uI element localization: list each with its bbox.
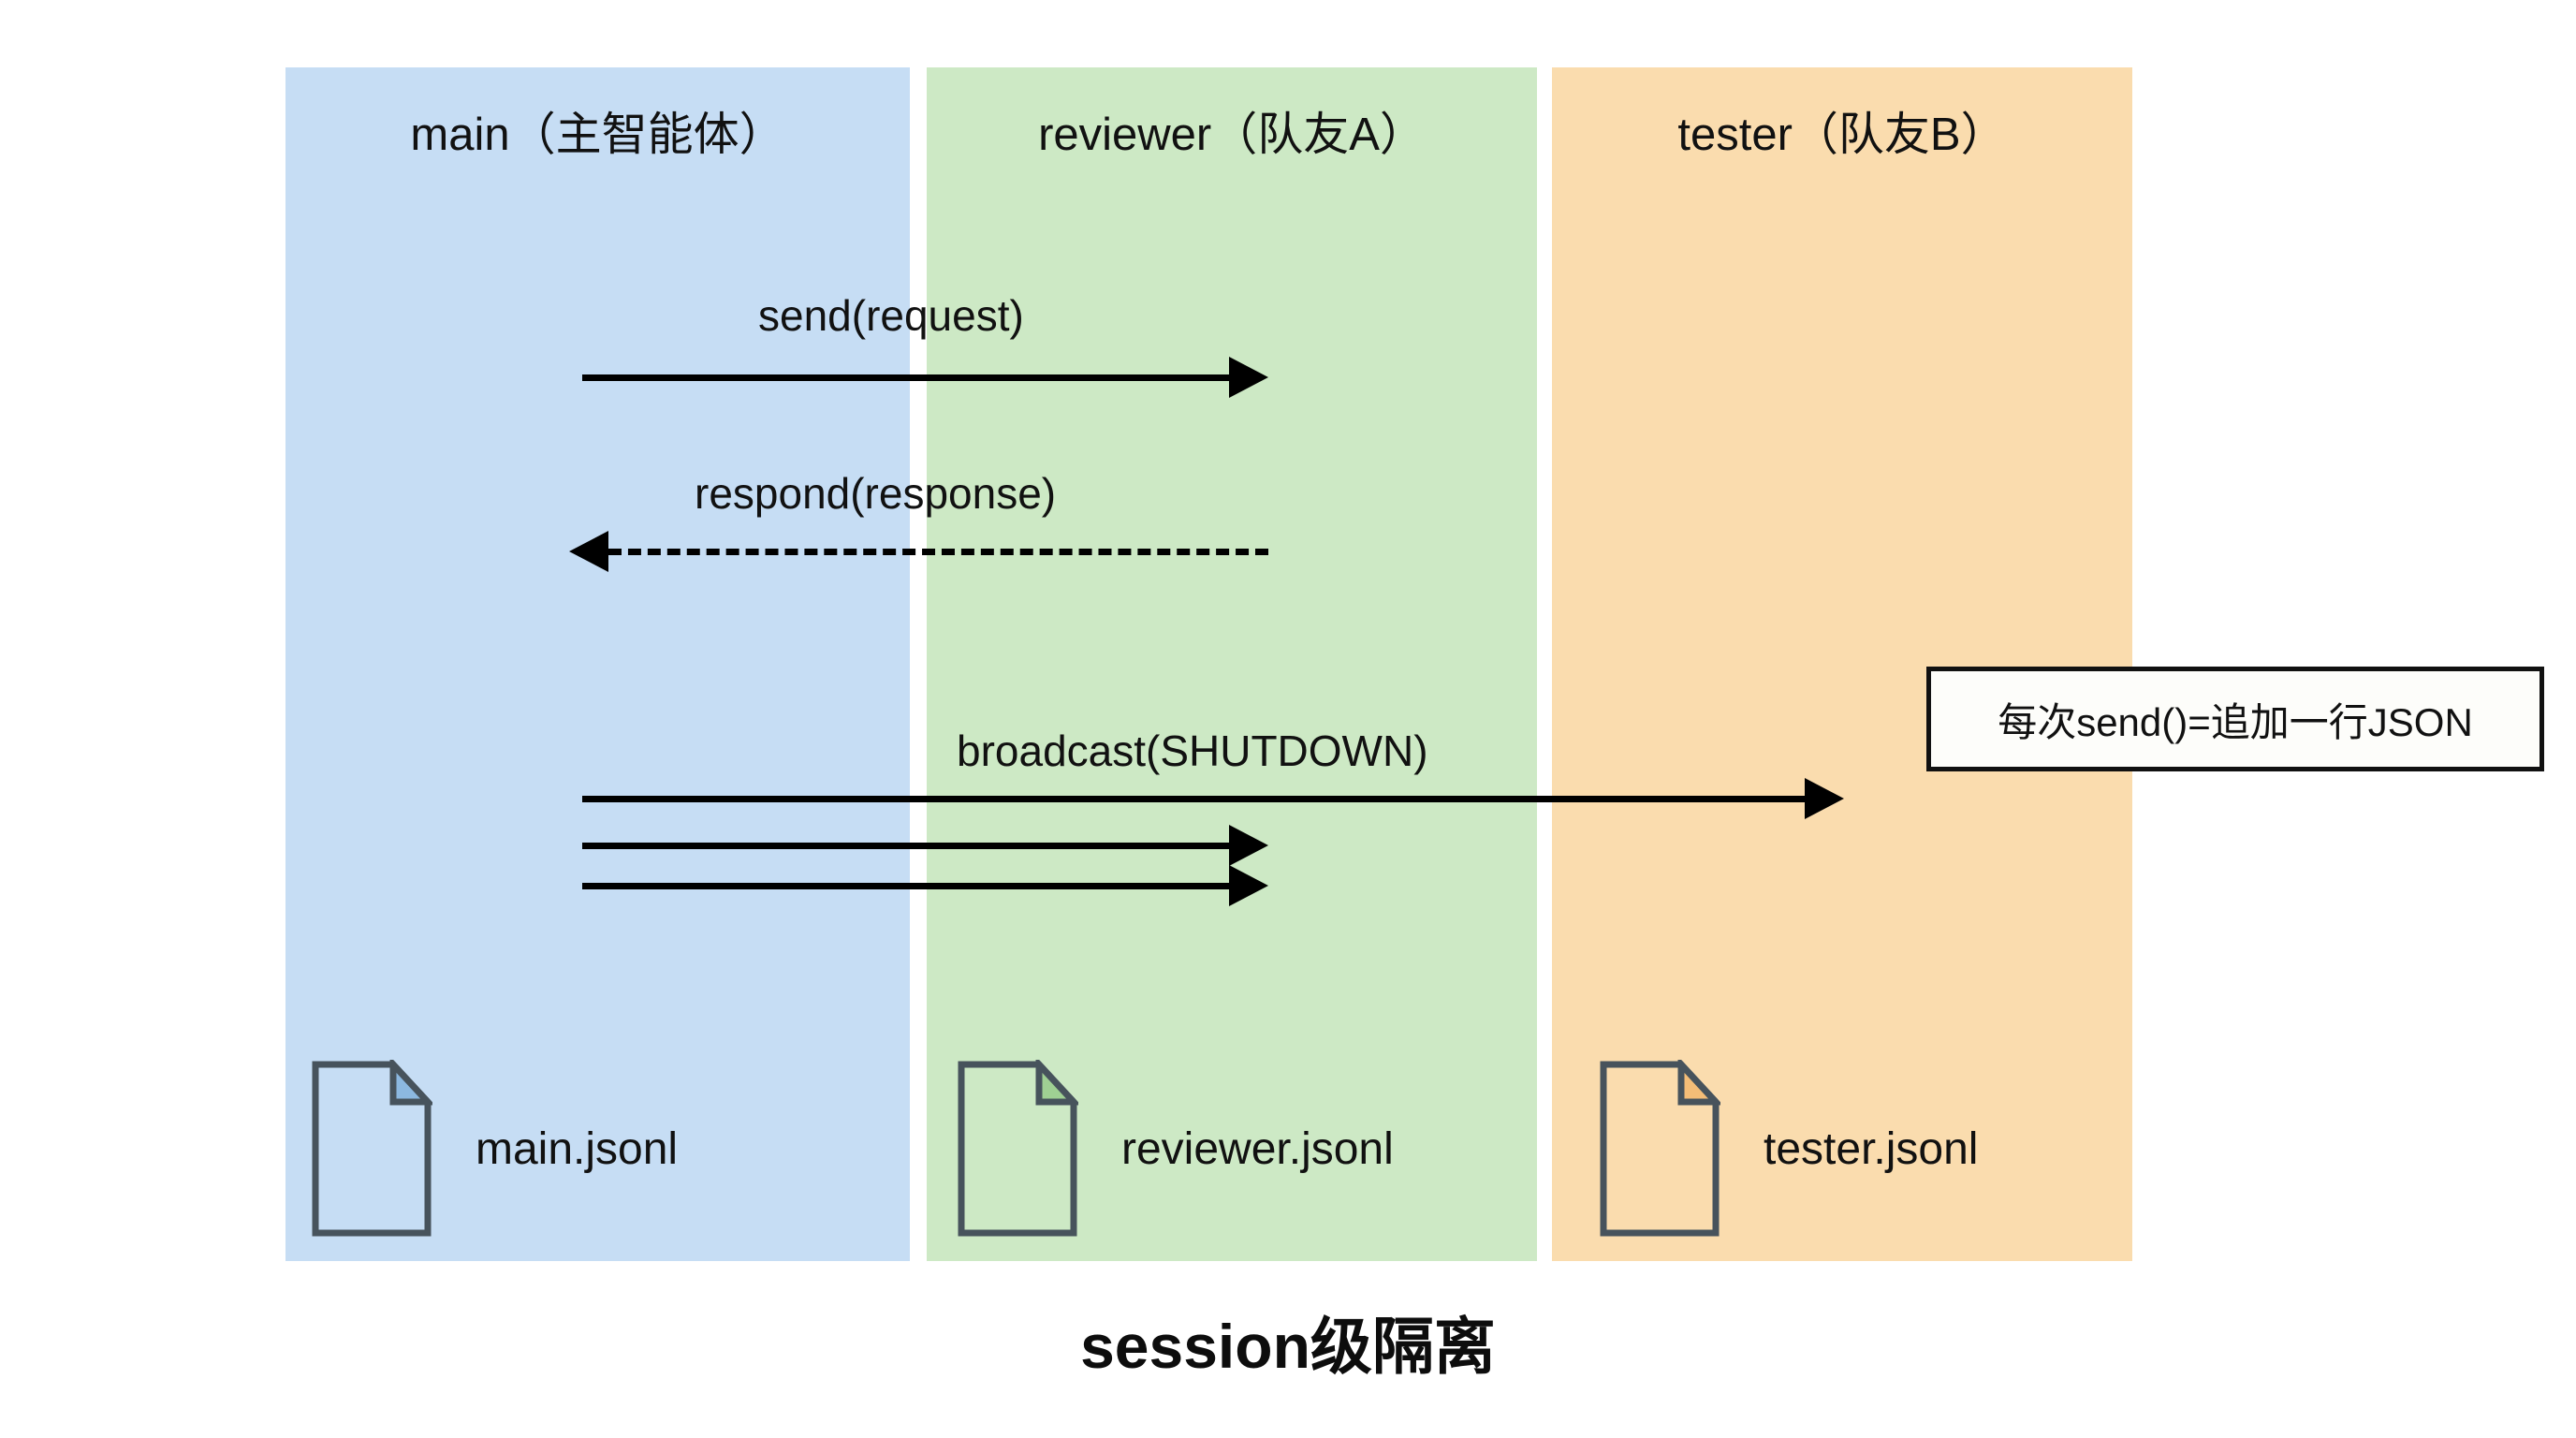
artifact-label-main-jsonl: main.jsonl [476, 1123, 679, 1174]
file-document-icon [312, 1060, 432, 1237]
message-label-respond-response: respond(response) [695, 469, 1057, 518]
arrowhead-right-icon [1805, 778, 1844, 819]
artifact-tester-jsonl: tester.jsonl [1599, 1060, 1978, 1238]
artifact-reviewer-jsonl: reviewer.jsonl [957, 1060, 1394, 1238]
artifact-main-jsonl: main.jsonl [311, 1060, 678, 1238]
message-line-broadcast-to-reviewer-b [582, 883, 1235, 889]
file-document-icon [958, 1060, 1078, 1237]
message-line-broadcast-to-reviewer-a [582, 843, 1235, 849]
artifact-label-tester-jsonl: tester.jsonl [1764, 1123, 1979, 1174]
arrowhead-left-icon [569, 531, 608, 572]
artifact-label-reviewer-jsonl: reviewer.jsonl [1121, 1123, 1394, 1174]
note-box: 每次send()=追加一行JSON [1926, 667, 2544, 771]
note-text: 每次send()=追加一行JSON [1998, 699, 2473, 744]
message-line-respond-response [608, 549, 1268, 555]
arrowhead-right-icon [1229, 825, 1268, 866]
message-label-send-request: send(request) [758, 291, 1024, 340]
participant-title-tester: tester（队友B） [1677, 110, 2007, 160]
message-line-send-request [582, 374, 1235, 381]
participant-title-main: main（主智能体） [410, 110, 785, 160]
file-document-icon [1600, 1060, 1720, 1237]
message-label-broadcast-shutdown: broadcast(SHUTDOWN) [957, 726, 1428, 775]
arrowhead-right-icon [1229, 865, 1268, 906]
participant-title-reviewer: reviewer（队友A） [1038, 110, 1426, 160]
arrowhead-right-icon [1229, 357, 1268, 398]
message-line-broadcast-to-tester [582, 796, 1810, 802]
diagram-caption: session级隔离 [1080, 1312, 1496, 1381]
